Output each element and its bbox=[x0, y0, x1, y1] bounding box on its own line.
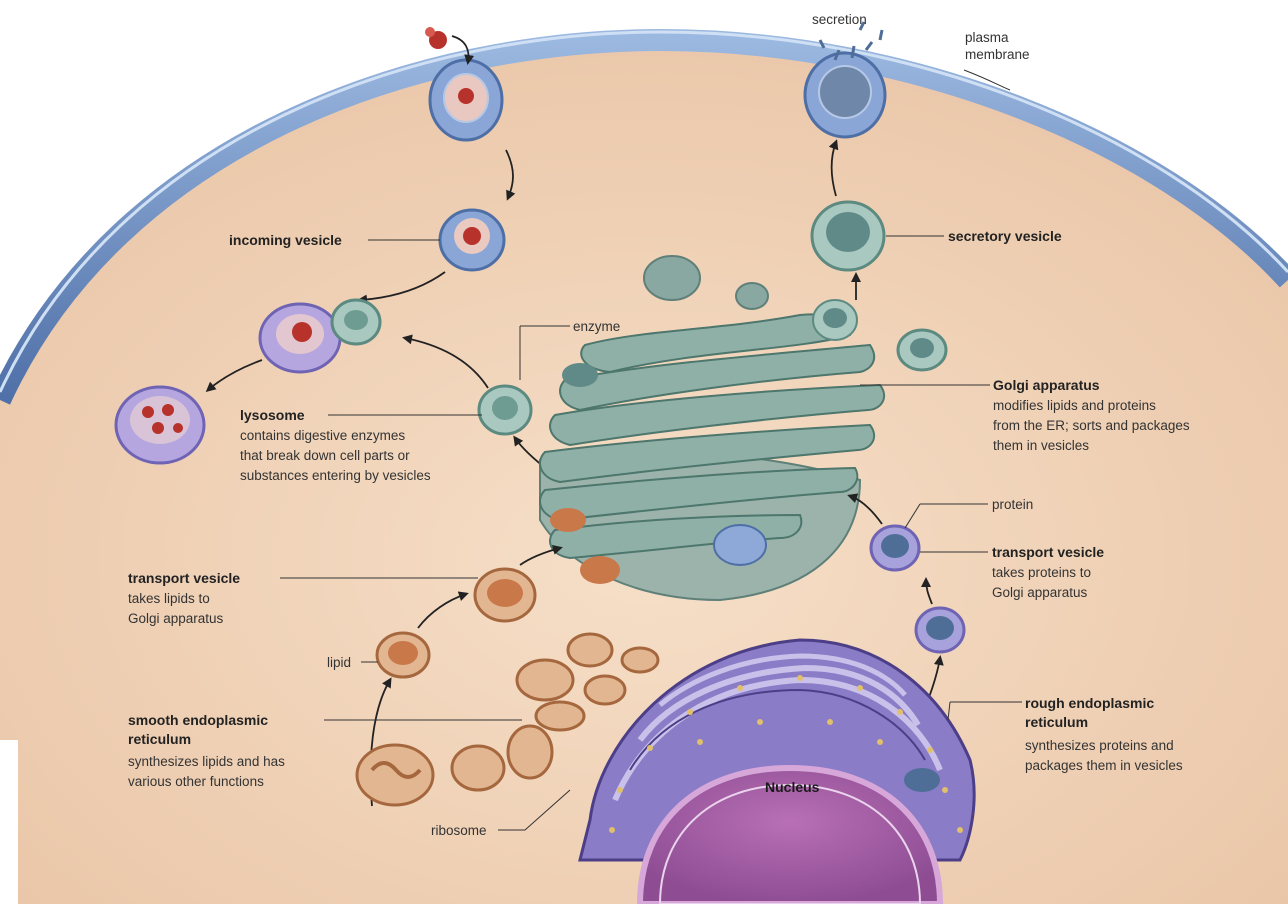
secretory-vesicle-label: secretory vesicle bbox=[948, 228, 1062, 244]
lipid-transport-vesicle bbox=[475, 569, 535, 621]
nucleus-label: Nucleus bbox=[765, 779, 820, 795]
incoming-vesicle-label: incoming vesicle bbox=[229, 232, 342, 248]
cytoplasm-bleb bbox=[644, 256, 700, 300]
protein-transport-title: transport vesicle bbox=[992, 544, 1104, 560]
lysosome bbox=[479, 386, 531, 434]
incoming-vesicle bbox=[440, 210, 504, 270]
protein-label: protein bbox=[992, 497, 1033, 512]
digesting-lysosome bbox=[116, 387, 204, 463]
lysosome-desc: contains digestive enzymes that break do… bbox=[240, 428, 431, 483]
lysosome-title: lysosome bbox=[240, 407, 305, 423]
golgi-side-vesicle bbox=[898, 330, 946, 370]
lipid-label: lipid bbox=[327, 655, 351, 670]
secretion-label: secretion bbox=[812, 12, 867, 27]
secretory-vesicle bbox=[812, 202, 884, 270]
protein-transport-vesicle-lower bbox=[916, 608, 964, 652]
protein-transport-vesicle bbox=[871, 526, 919, 570]
golgi-title: Golgi apparatus bbox=[993, 377, 1100, 393]
lipid-vesicle bbox=[377, 633, 429, 677]
ribosome-label: ribosome bbox=[431, 823, 487, 838]
cytoplasm-bleb bbox=[736, 283, 768, 309]
enzyme-label: enzyme bbox=[573, 319, 620, 334]
lipid-transport-title: transport vesicle bbox=[128, 570, 240, 586]
